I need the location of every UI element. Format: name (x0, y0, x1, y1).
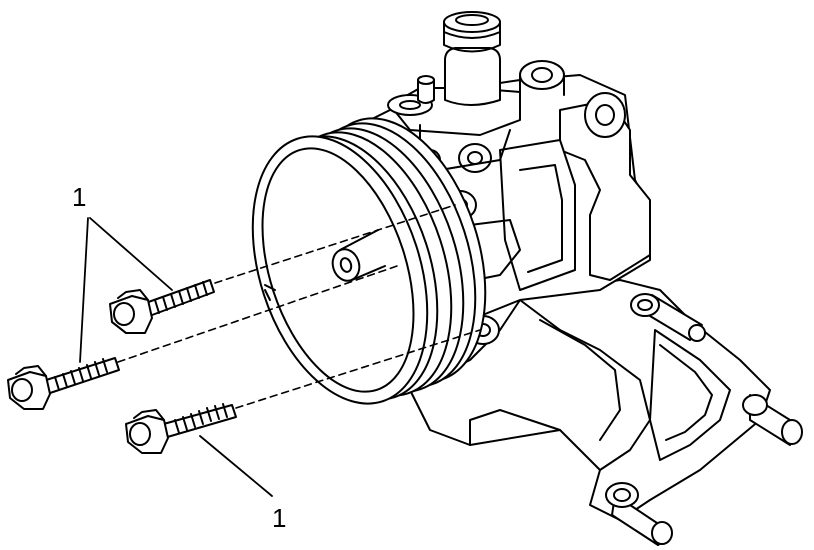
bolt-middle (7, 357, 120, 410)
leader-line-top-to-top-bolt (89, 217, 173, 291)
leader-line-top-to-middle-bolt (79, 217, 89, 363)
reservoir-fitting (387, 11, 521, 171)
alignment-line-top (214, 204, 456, 284)
leader-line-bottom-to-bolt (199, 435, 273, 497)
alignment-line-bottom (235, 329, 481, 409)
bracket-stud-upper (630, 293, 706, 342)
alignment-lines (117, 204, 481, 409)
callout-label-bottom: 1 (272, 503, 287, 533)
bracket-stud-right (742, 394, 803, 446)
bracket-stud-lower (605, 482, 673, 546)
pulley-hub (331, 228, 400, 287)
callout-label-top: 1 (72, 182, 87, 212)
alignment-line-middle (117, 264, 401, 363)
leader-lines (79, 217, 273, 497)
bolt-top (109, 279, 215, 334)
bolt-bottom (125, 403, 237, 454)
